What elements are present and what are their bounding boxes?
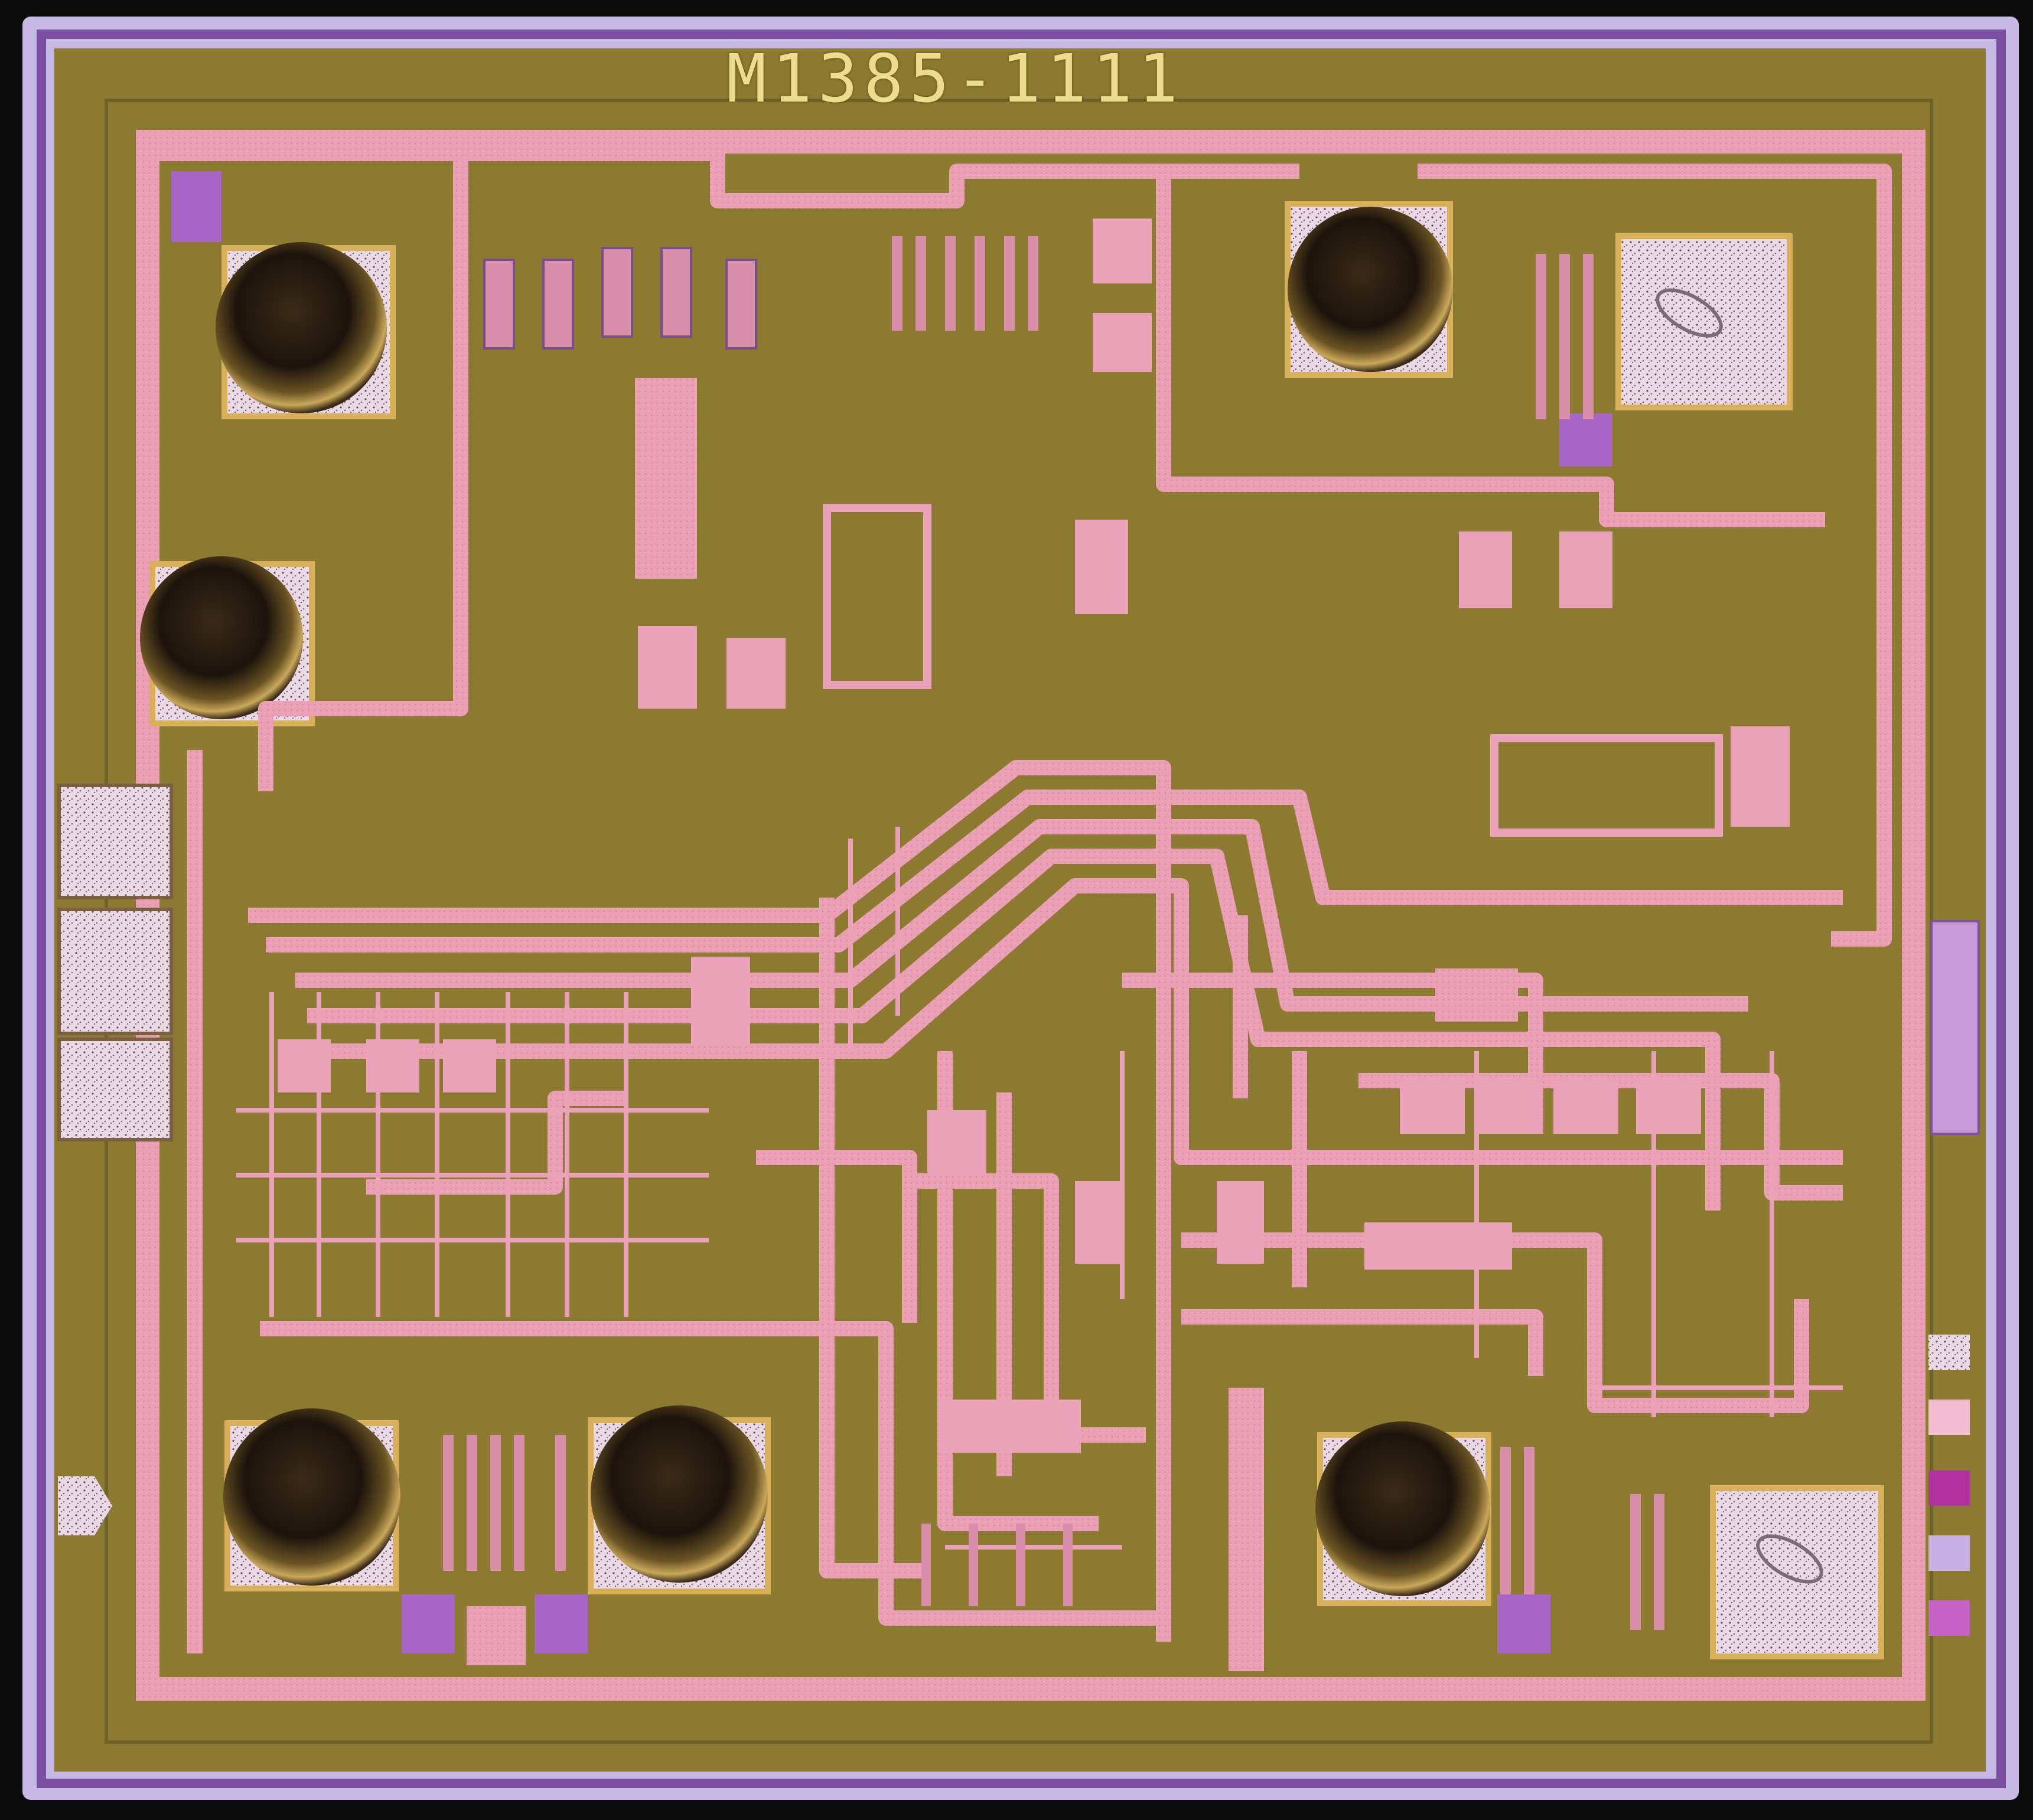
device-cell — [823, 504, 931, 689]
device-cell — [1928, 1535, 1970, 1571]
device-cell — [939, 1400, 1081, 1453]
bond-ball — [1288, 207, 1453, 372]
seal-ring — [37, 30, 2006, 1788]
metal-block — [1229, 1388, 1264, 1671]
metal-block — [467, 1606, 526, 1665]
resistor-ladders — [443, 236, 1664, 1630]
device-cell — [278, 1039, 331, 1092]
left-pad-3 — [57, 1038, 173, 1141]
device-cell — [601, 247, 633, 338]
bond-ball — [223, 1408, 400, 1586]
device-cell — [542, 259, 574, 350]
device-cell — [726, 638, 786, 709]
bond-pad-unbonded — [1710, 1485, 1884, 1659]
device-cell — [366, 1039, 419, 1092]
device-cell — [1075, 1181, 1122, 1264]
device-cell — [1400, 1081, 1465, 1134]
device-cell — [1477, 1081, 1542, 1134]
metal-routing — [154, 146, 1892, 1653]
device-cell — [1553, 1081, 1618, 1134]
device-cell — [1093, 313, 1152, 372]
device-cell — [1559, 531, 1612, 608]
device-cell — [483, 259, 515, 350]
poly-block — [535, 1594, 588, 1653]
poly-block — [1559, 413, 1612, 467]
device-cell — [1928, 1470, 1970, 1506]
poly-block — [171, 171, 221, 242]
poly-block — [402, 1594, 455, 1653]
device-cell — [1930, 920, 1980, 1135]
device-cell — [1075, 520, 1128, 614]
device-cell — [443, 1039, 496, 1092]
devices — [278, 218, 1980, 1636]
bond-ball — [216, 242, 387, 413]
probe-mark — [1756, 1534, 1823, 1584]
left-pad-1 — [57, 784, 173, 899]
probe-mark — [1656, 288, 1723, 338]
device-cell — [1928, 1600, 1970, 1636]
bond-ball — [140, 556, 303, 719]
bond-pad-unbonded — [1615, 233, 1793, 410]
bond-ball — [1315, 1421, 1490, 1596]
bond-pads — [140, 201, 1884, 1659]
alignment-arrow — [58, 1476, 112, 1535]
metal-block — [635, 378, 697, 579]
device-cell — [725, 259, 757, 350]
device-cell — [927, 1110, 986, 1175]
device-cell — [1217, 1181, 1264, 1264]
bond-ball — [591, 1405, 768, 1583]
device-cell — [1093, 218, 1152, 283]
die-part-number: M1385-1111 — [726, 41, 1184, 118]
device-cell — [1731, 726, 1790, 827]
device-cell — [1364, 1222, 1512, 1270]
device-cell — [1928, 1400, 1970, 1435]
device-cell — [691, 957, 750, 1045]
device-cell — [1490, 734, 1723, 837]
device-cell — [1459, 531, 1512, 608]
device-cell — [638, 626, 697, 709]
left-pad-2 — [57, 908, 173, 1035]
device-cell — [1636, 1081, 1701, 1134]
device-cell — [1928, 1335, 1970, 1370]
device-cell — [660, 247, 692, 338]
poly-block — [1497, 1594, 1550, 1653]
